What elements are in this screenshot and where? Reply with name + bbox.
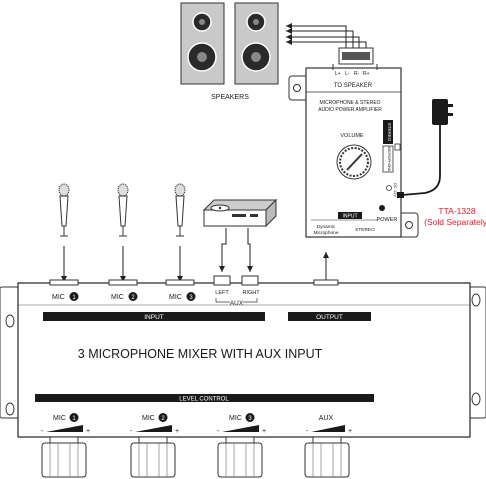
cd-player-icon (202, 198, 278, 228)
power-adapter-icon (397, 99, 453, 198)
level-control-bar (35, 394, 374, 402)
knob-mic3-badge (245, 413, 255, 422)
knob-aux-label: AUX (319, 415, 334, 422)
mixer-title: 3 MICROPHONE MIXER WITH AUX INPUT (78, 347, 323, 361)
knob-mic2-badge (158, 413, 168, 422)
terminal-label-1: L+ (335, 71, 341, 77)
svg-text:-: - (41, 428, 44, 435)
svg-text:-: - (306, 428, 309, 435)
input-mic-line1: Dynamic (317, 224, 336, 230)
input-mic2-badge (128, 292, 138, 301)
input-stereo-label: STEREO (355, 227, 375, 233)
adapter-model: TTA-1328 (438, 206, 475, 216)
knob-mic1[interactable] (41, 436, 87, 478)
input-mic2-number: 2 (131, 295, 135, 301)
terminal-label-3: R- (354, 71, 360, 77)
amplifier-input-bar (338, 212, 362, 219)
input-bar (43, 312, 265, 321)
aux-label: AUX (230, 300, 244, 307)
power-led (379, 205, 385, 211)
knob-mic2-label: MIC (142, 415, 155, 422)
to-speaker-label: TO SPEAKER (334, 83, 373, 89)
knob-mic2[interactable] (130, 436, 176, 478)
input-mic1-number: 1 (72, 295, 76, 301)
input-cables (61, 228, 329, 288)
svg-text:+: + (86, 428, 90, 435)
input-mic3-number: 3 (189, 295, 193, 301)
knob-mic3-label: MIC (229, 415, 242, 422)
svg-text:-: - (217, 428, 220, 435)
mixer-unit (0, 275, 486, 438)
speaker-wires (286, 23, 367, 48)
speaker-left (180, 2, 225, 85)
amplifier-unit (288, 47, 419, 238)
knob-aux[interactable] (304, 436, 350, 478)
knob-mic1-number: 1 (72, 416, 76, 422)
amplifier-title-line2: AUDIO POWER AMPLIFIER (318, 107, 382, 113)
speaker-right (234, 2, 279, 85)
dc-jack-icon (386, 185, 392, 191)
input-mic1-label: MIC (52, 294, 65, 301)
input-mic2-label: MIC (111, 294, 124, 301)
terminal-label-4: R+ (363, 71, 370, 77)
output-bar-label: OUTPUT (316, 314, 343, 321)
input-mic3-label: MIC (169, 294, 182, 301)
microphone-3-icon (174, 183, 186, 237)
knob-mic1-label: MIC (53, 415, 66, 422)
switch-stereo-label: STEREO (387, 123, 392, 142)
volume-knob[interactable] (336, 144, 372, 180)
svg-text:+: + (348, 428, 352, 435)
svg-text:-: - (130, 428, 133, 435)
aux-left-label: LEFT (215, 290, 229, 296)
input-bar-label: INPUT (144, 314, 164, 321)
input-mic-line2: Microphone (313, 230, 338, 236)
level-ramps: - + - + - + - + (41, 425, 352, 435)
input-mic1-badge (69, 292, 79, 301)
svg-text:+: + (262, 428, 266, 435)
speakers-label: SPEAKERS (211, 94, 249, 101)
microphone-2-icon (117, 183, 129, 237)
dc-label: DC 12V (393, 183, 398, 197)
knob-mic1-badge (69, 413, 79, 422)
output-bar (288, 312, 371, 321)
volume-label: VOLUME (340, 133, 364, 139)
svg-text:+: + (175, 428, 179, 435)
terminal-label-2: L- (345, 71, 350, 77)
switch-microphone-label: MICROPHONE (387, 147, 391, 172)
knob-mic2-number: 2 (161, 416, 165, 422)
knob-mic3[interactable] (217, 436, 263, 478)
level-control-label: LEVEL CONTROL (179, 397, 229, 403)
power-label: POWER (377, 217, 398, 223)
microphone-1-icon (58, 183, 70, 237)
adapter-note: (Sold Separately) (424, 217, 486, 227)
mode-switch[interactable] (382, 120, 401, 173)
amplifier-title-line1: MICROPHONE & STEREO (319, 100, 380, 106)
aux-right-label: RIGHT (242, 290, 260, 296)
input-mic3-badge (186, 292, 196, 301)
knob-mic3-number: 3 (248, 416, 252, 422)
amplifier-input-label: INPUT (343, 214, 358, 220)
